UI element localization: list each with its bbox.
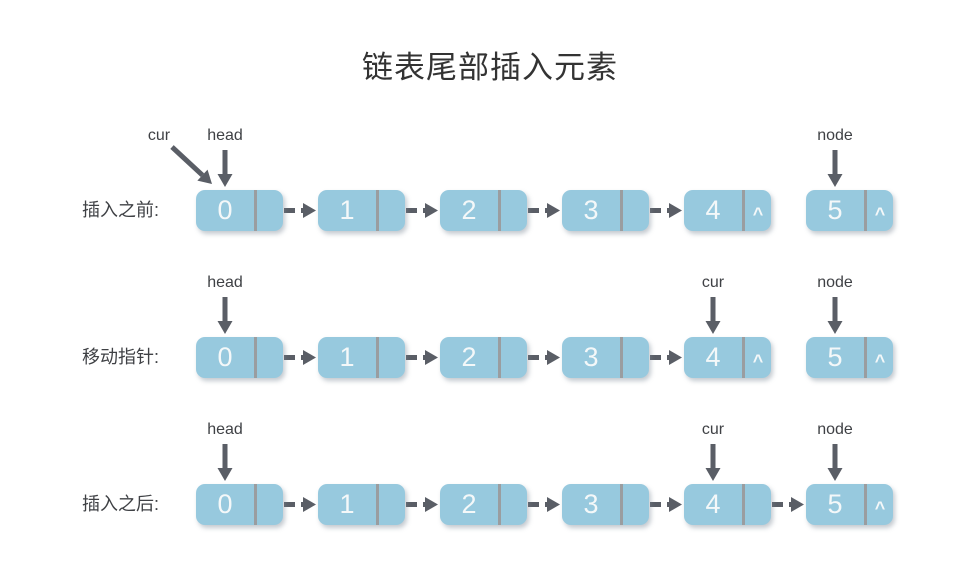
pointer-label-arrowhead-icon	[217, 174, 233, 187]
next-pointer-arrowhead-icon	[547, 350, 560, 365]
pointer-label-arrowhead-icon	[217, 321, 233, 334]
page-title: 链表尾部插入元素	[362, 50, 618, 85]
next-pointer-cell	[498, 190, 527, 231]
list-node: 0	[196, 484, 283, 525]
list-node: 5^	[806, 484, 893, 525]
node-value: 2	[461, 489, 477, 519]
null-pointer-symbol: ^	[864, 337, 893, 378]
list-node: 1	[318, 484, 405, 525]
null-pointer-symbol: ^	[742, 337, 771, 378]
pointer-label: node	[817, 421, 853, 438]
pointer-label: head	[207, 421, 243, 438]
pointer-label-arrowhead-icon	[827, 321, 843, 334]
next-pointer-cell	[254, 190, 283, 231]
next-pointer-arrowhead-icon	[669, 497, 682, 512]
row-label: 插入之前:	[82, 200, 160, 220]
next-pointer-arrowhead-icon	[303, 497, 316, 512]
list-node: 1	[318, 190, 405, 231]
next-pointer-arrowhead-icon	[425, 350, 438, 365]
node-value: 3	[583, 195, 599, 225]
list-node: 3	[562, 337, 649, 378]
pointer-label-arrowhead-icon	[827, 468, 843, 481]
next-pointer-cell	[254, 484, 283, 525]
node-value: 4	[705, 489, 721, 519]
node-value: 1	[339, 342, 355, 372]
next-pointer-arrowhead-icon	[547, 497, 560, 512]
next-pointer-cell	[376, 190, 405, 231]
node-value: 1	[339, 195, 355, 225]
list-node: 1	[318, 337, 405, 378]
next-pointer-cell	[376, 337, 405, 378]
node-value: 0	[217, 195, 233, 225]
pointer-label: cur	[701, 421, 725, 438]
next-pointer-arrowhead-icon	[303, 350, 316, 365]
next-pointer-cell	[376, 484, 405, 525]
next-pointer-arrowhead-icon	[791, 497, 804, 512]
row-label: 插入之后:	[82, 494, 160, 514]
next-pointer-cell	[620, 337, 649, 378]
next-pointer-arrowhead-icon	[669, 350, 682, 365]
next-pointer-cell	[254, 337, 283, 378]
list-node: 2	[440, 190, 527, 231]
node-value: 2	[461, 195, 477, 225]
list-node: 0	[196, 190, 283, 231]
next-pointer-arrowhead-icon	[303, 203, 316, 218]
pointer-label: node	[817, 274, 853, 291]
list-node: 5^	[806, 337, 893, 378]
list-node: 4^	[684, 337, 771, 378]
node-value: 2	[461, 342, 477, 372]
pointer-label-arrowhead-icon	[705, 468, 721, 481]
next-pointer-cell	[742, 484, 771, 525]
list-node: 2	[440, 337, 527, 378]
pointer-label: head	[207, 127, 243, 144]
next-pointer-cell	[498, 337, 527, 378]
pointer-label-arrowhead-icon	[705, 321, 721, 334]
list-node: 3	[562, 190, 649, 231]
next-pointer-cell	[498, 484, 527, 525]
pointer-label: head	[207, 274, 243, 291]
pointer-label: cur	[701, 274, 725, 291]
node-value: 0	[217, 489, 233, 519]
node-value: 1	[339, 489, 355, 519]
list-node: 4^	[684, 190, 771, 231]
next-pointer-cell	[620, 190, 649, 231]
next-pointer-arrowhead-icon	[669, 203, 682, 218]
next-pointer-arrowhead-icon	[547, 203, 560, 218]
node-value: 4	[705, 342, 721, 372]
pointer-label-arrowhead-icon	[217, 468, 233, 481]
node-value: 5	[827, 195, 843, 225]
list-node: 5^	[806, 190, 893, 231]
node-value: 5	[827, 342, 843, 372]
null-pointer-symbol: ^	[864, 190, 893, 231]
node-value: 3	[583, 342, 599, 372]
list-node: 0	[196, 337, 283, 378]
row-label: 移动指针:	[82, 347, 160, 367]
next-pointer-arrowhead-icon	[425, 203, 438, 218]
next-pointer-cell	[620, 484, 649, 525]
node-value: 3	[583, 489, 599, 519]
node-value: 5	[827, 489, 843, 519]
pointer-label-shaft	[170, 145, 205, 178]
node-value: 0	[217, 342, 233, 372]
pointer-label-arrowhead-icon	[827, 174, 843, 187]
list-node: 4	[684, 484, 771, 525]
pointer-label: cur	[147, 127, 171, 144]
next-pointer-arrowhead-icon	[425, 497, 438, 512]
pointer-label: node	[817, 127, 853, 144]
null-pointer-symbol: ^	[864, 484, 893, 525]
pointer-label-arrowhead-icon	[197, 169, 212, 184]
list-node: 2	[440, 484, 527, 525]
list-node: 3	[562, 484, 649, 525]
null-pointer-symbol: ^	[742, 190, 771, 231]
node-value: 4	[705, 195, 721, 225]
